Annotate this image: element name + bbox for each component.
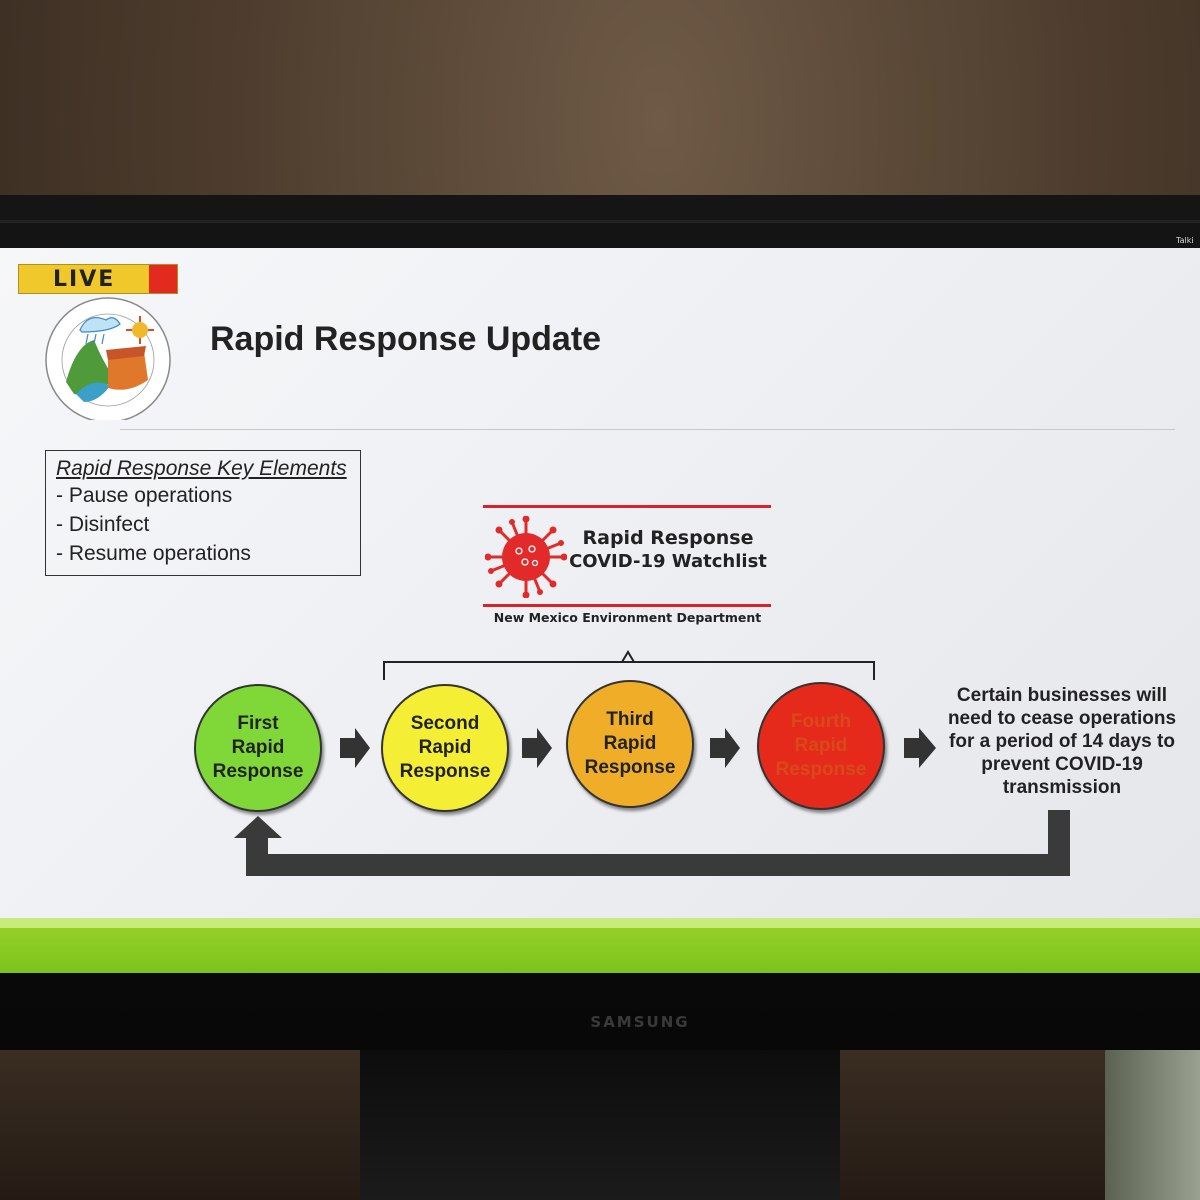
watchlist-top-rule <box>483 505 771 508</box>
virus-icon <box>485 516 567 598</box>
live-badge: LIVE <box>18 264 178 294</box>
side-object <box>1105 1035 1200 1200</box>
live-label: LIVE <box>53 267 116 292</box>
return-arrow <box>234 810 1070 876</box>
arrow-icon <box>522 728 552 768</box>
tv-brand-label: SAMSUNG <box>590 1013 690 1031</box>
arrow-icon <box>710 728 740 768</box>
flow-connectors <box>234 650 1070 876</box>
bracket-tick <box>621 650 635 663</box>
step-label: First Rapid Response <box>212 713 304 782</box>
slide-title: Rapid Response Update <box>210 320 602 358</box>
nmed-seal-logo <box>45 297 171 420</box>
key-elements-title: Rapid Response Key Elements <box>56 457 347 480</box>
key-element-item: - Disinfect <box>56 513 150 536</box>
watchlist-title-line1: Rapid Response <box>582 527 754 549</box>
third-rapid-response-circle: Third Rapid Response <box>566 680 694 808</box>
cease-operations-text: Certain businesses will need to cease op… <box>947 685 1177 798</box>
key-elements-box: Rapid Response Key Elements - Pause oper… <box>45 450 361 576</box>
watchlist-org-name: New Mexico Environment Department <box>493 610 762 625</box>
footer-highlight <box>0 918 1200 928</box>
key-element-item: - Pause operations <box>56 484 233 507</box>
presentation-slide: LIVE Rapid Response Update Rapid Respons… <box>0 248 1200 973</box>
slide-footer-band <box>0 918 1200 973</box>
step-label: Fourth Rapid Response <box>775 711 867 780</box>
watchlist-logo: Rapid Response COVID-19 Watchlist New Me… <box>480 503 775 628</box>
first-rapid-response-circle: First Rapid Response <box>194 684 322 812</box>
tv-stand <box>360 1050 840 1200</box>
fourth-rapid-response-circle: Fourth Rapid Response <box>757 682 885 810</box>
live-red-block <box>149 265 177 293</box>
step-label: Second Rapid Response <box>399 713 491 782</box>
second-rapid-response-circle: Second Rapid Response <box>381 684 509 812</box>
meeting-status-text: Talki <box>1176 236 1194 245</box>
tv-bezel-line <box>0 220 1200 223</box>
title-divider <box>120 429 1175 430</box>
arrow-icon <box>904 728 936 768</box>
step-arrows <box>340 728 936 768</box>
arrow-icon <box>340 728 370 768</box>
watchlist-title-line2: COVID-19 Watchlist <box>569 551 767 572</box>
step-label: Third Rapid Response <box>584 709 676 778</box>
key-element-item: - Resume operations <box>56 542 251 565</box>
bracket-line <box>383 661 875 680</box>
watchlist-bottom-rule <box>483 604 771 607</box>
